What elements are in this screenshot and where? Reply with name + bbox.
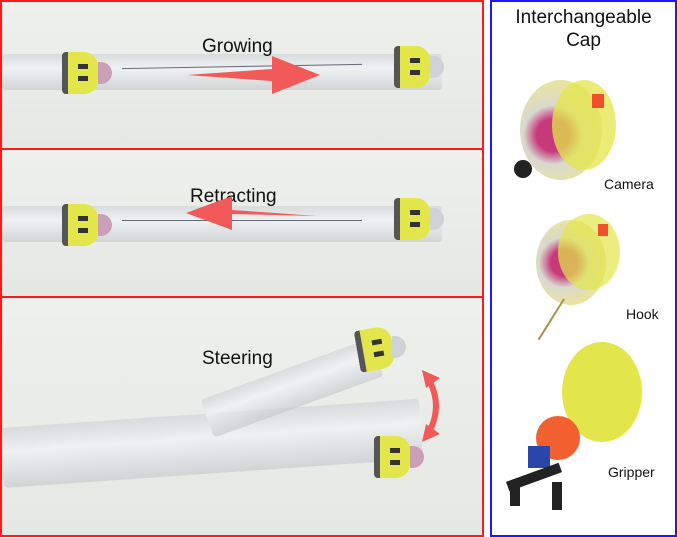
steering-panel: Steering (2, 298, 482, 535)
robot-cap-tip (394, 198, 430, 240)
arrow-left-icon (186, 196, 317, 230)
arrow-right-icon (187, 56, 320, 94)
hook-label: Hook (626, 306, 659, 322)
steering-label: Steering (202, 348, 273, 369)
robot-cap-base (62, 204, 98, 246)
robot-dome (98, 62, 112, 84)
retracting-panel: Retracting (2, 150, 482, 298)
robot-cap-tip (394, 46, 430, 88)
robot-cap-base (62, 52, 98, 94)
robot-dome (392, 336, 406, 358)
robot-dome (430, 56, 444, 78)
robot-cap-lower (374, 436, 410, 478)
wire (122, 220, 362, 221)
retracting-label: Retracting (190, 186, 277, 207)
panel-title-line1: Interchangeable (515, 7, 652, 28)
double-curved-arrow-icon (422, 370, 440, 442)
gripper-label: Gripper (608, 464, 655, 480)
panel-title-line2: Cap (566, 30, 601, 51)
robot-dome (98, 214, 112, 236)
camera-label: Camera (604, 176, 654, 192)
robot-dome (430, 208, 444, 230)
growing-label: Growing (202, 36, 273, 57)
growing-panel: Growing (2, 2, 482, 150)
robot-cap-upper (353, 325, 397, 373)
motion-modes-panel: Growing Retracting Steering (0, 0, 484, 537)
robot-dome (410, 446, 424, 468)
interchangeable-cap-panel: Interchangeable Cap Camera Hook Gripper (490, 0, 677, 537)
